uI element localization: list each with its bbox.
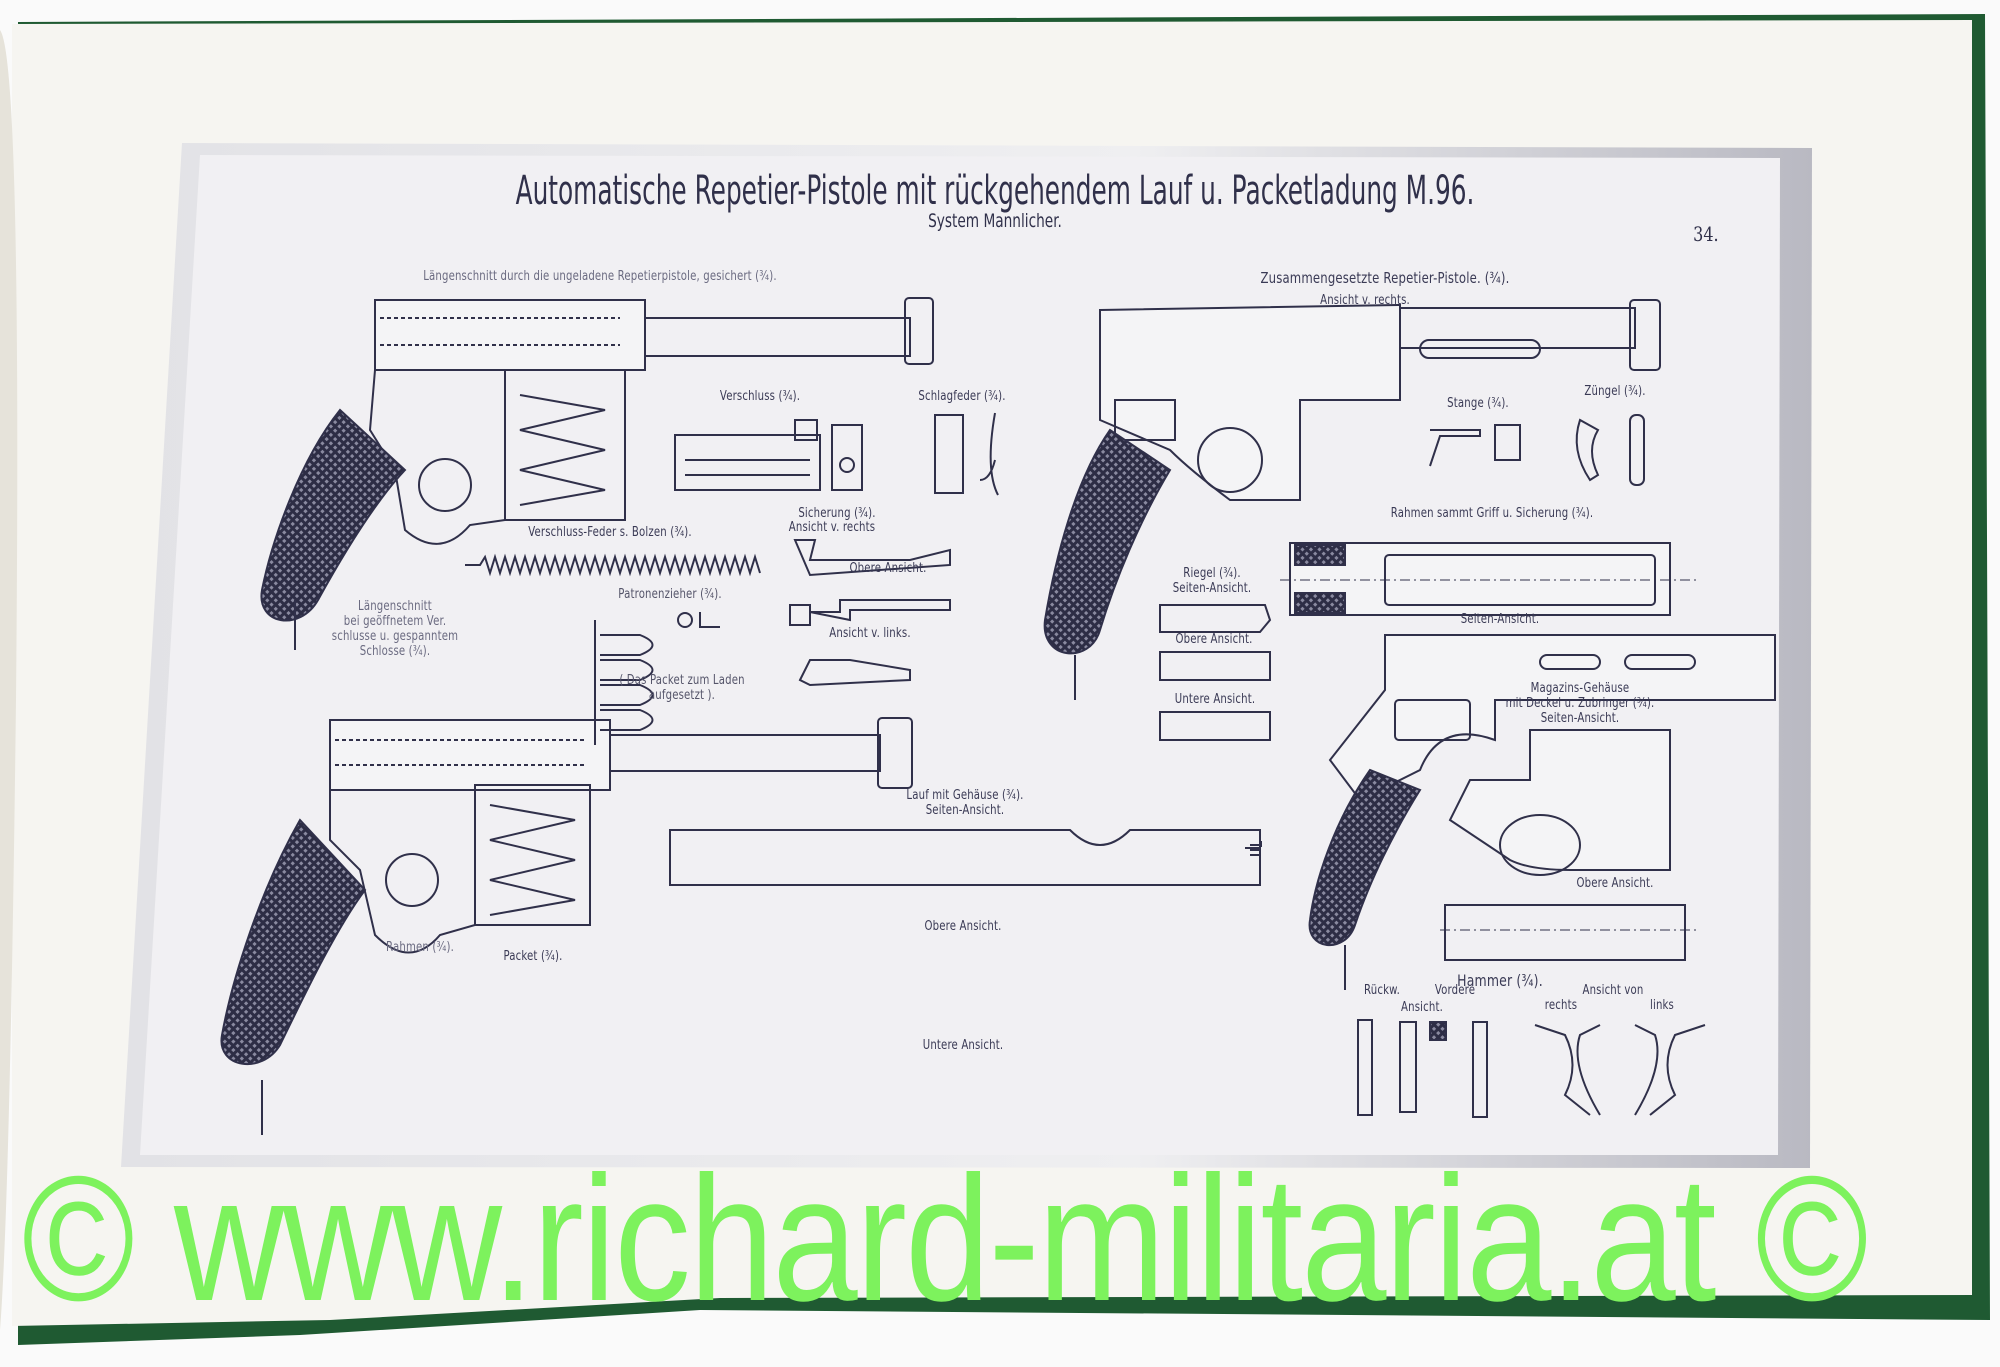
label-verschluss: Verschluss (¾). (719, 389, 801, 404)
label-hammer-right: rechts (1544, 998, 1578, 1013)
label-schlagfeder: Schlagfeder (¾). (918, 389, 1006, 404)
label-section-closed: Längenschnitt durch die ungeladene Repet… (423, 269, 777, 284)
label-sicherung: Sicherung (¾). (798, 506, 876, 521)
magazine-housing (1448, 729, 1671, 876)
lauf-gehaeuse (669, 829, 1262, 886)
label-packet: Packet (¾). (503, 949, 563, 964)
label-housing-top: Obere Ansicht. (1576, 876, 1654, 891)
label-verschluss-feder: Verschluss-Feder s. Bolzen (¾). (528, 525, 692, 540)
label-hammer-view: Ansicht. (1401, 1000, 1443, 1015)
hammer-parts (1357, 1019, 1706, 1118)
pistol-section-closed (260, 297, 934, 650)
label-lauf-top: Obere Ansicht. (924, 919, 1002, 934)
watermark: © www.richard-militaria.at © (22, 1139, 1868, 1338)
plate-title: Automatische Repetier-Pistole mit rückge… (515, 168, 1475, 214)
label-stange: Stange (¾). (1447, 396, 1509, 411)
verschluss-feder (465, 553, 761, 577)
riegel-parts (1159, 604, 1272, 741)
verschluss-parts (674, 419, 863, 491)
label-lauf-bottom: Untere Ansicht. (922, 1038, 1004, 1053)
schlagfeder-parts (934, 412, 999, 496)
label-sicherung-left: Ansicht v. links. (829, 626, 911, 641)
label-hammer-front: Vordere (1434, 983, 1476, 998)
label-assembled-view: Ansicht v. rechts. (1320, 293, 1410, 308)
cartridge-clip (594, 620, 654, 745)
page-curl (0, 30, 18, 1330)
label-hammer-rear: Rückw. (1364, 983, 1400, 998)
plate-number: 34. (1693, 222, 1719, 246)
stange-zuengel-parts (1429, 414, 1645, 486)
label-riegel-bottom: Untere Ansicht. (1174, 692, 1256, 707)
label-patronenzieher: Patronenzieher (¾). (618, 587, 722, 602)
label-assembled: Zusammengesetzte Repetier-Pistole. (¾). (1260, 269, 1510, 287)
label-riegel: Riegel (¾). Seiten-Ansicht. (1172, 566, 1252, 596)
label-sicherung-view: Ansicht v. rechts (788, 520, 876, 535)
label-magazine-housing: Magazins-Gehäuse mit Deckel u. Zubringer… (1505, 681, 1655, 726)
label-zuengel: Züngel (¾). (1584, 384, 1646, 399)
plate-subtitle: System Mannlicher. (928, 210, 1062, 232)
label-hammer: Hammer (¾). (1457, 971, 1543, 990)
sicherung-parts (677, 539, 951, 687)
label-sicherung-top: Obere Ansicht. (849, 561, 927, 576)
label-rahmen-griff: Rahmen sammt Griff u. Sicherung (¾). (1390, 506, 1594, 521)
label-lauf-gehaeuse: Lauf mit Gehäuse (¾). Seiten-Ansicht. (906, 788, 1024, 818)
label-riegel-top: Obere Ansicht. (1175, 632, 1253, 647)
pistol-section-open (220, 620, 913, 1135)
label-hammer-side: Ansicht von (1582, 983, 1644, 998)
label-rahmen: Rahmen (¾). (386, 940, 454, 955)
rahmen-griff (1280, 542, 1700, 616)
frame-side-view (1308, 634, 1776, 990)
label-section-open: Längenschnitt bei geöffnetem Ver. schlus… (331, 599, 459, 659)
label-packet-note: ( Das Packet zum Laden aufgesetzt ). (619, 673, 745, 703)
housing-top-view (1440, 904, 1700, 961)
label-hammer-left: links (1650, 998, 1674, 1013)
pistol-assembled (1043, 299, 1661, 700)
label-frame-side: Seiten-Ansicht. (1460, 612, 1540, 627)
